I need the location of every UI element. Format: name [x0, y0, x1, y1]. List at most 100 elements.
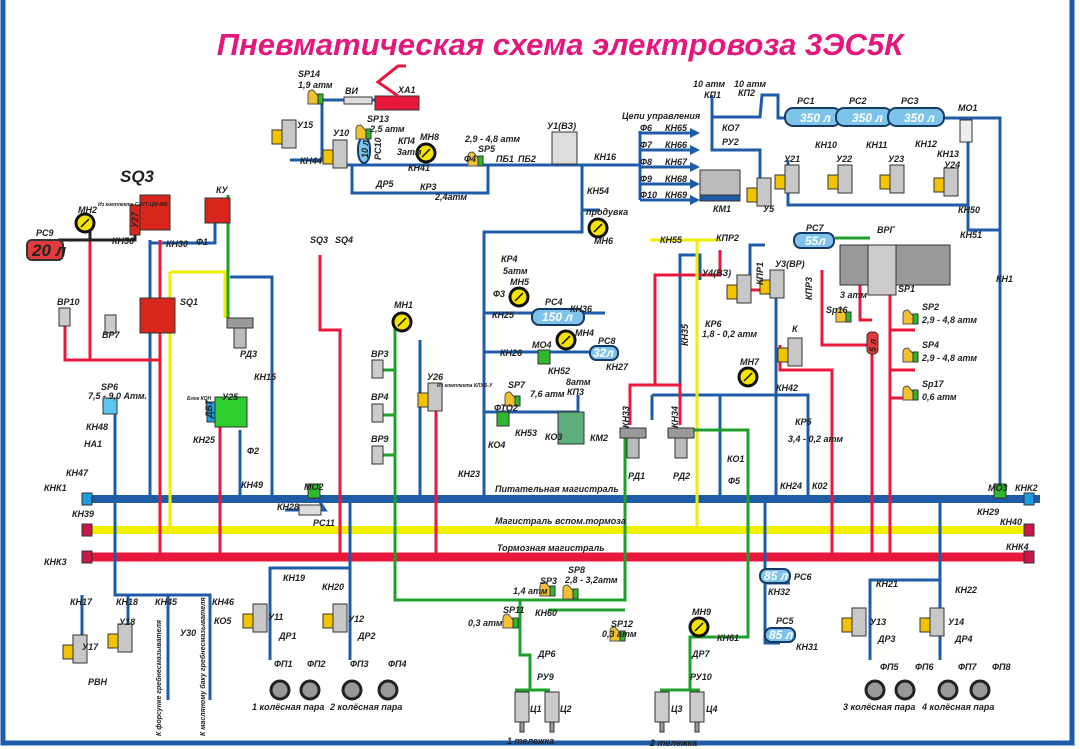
pipe-line	[63, 325, 160, 362]
label-v5l: 5 л	[868, 338, 878, 352]
outlet-arrow-icon	[690, 162, 700, 172]
label-dr3: ДР3	[877, 634, 896, 644]
label-kn30: КН30	[166, 239, 188, 249]
label-kpr2: КПР2	[716, 233, 739, 243]
pipe-line	[820, 270, 874, 557]
label-vr3: ВР3	[371, 349, 389, 359]
label-u22: У22	[836, 154, 852, 164]
label-knk1: КНК1	[44, 483, 67, 493]
label-kn34: КН34	[670, 406, 680, 428]
label-kn47: КН47	[66, 468, 89, 478]
label-ru2: РУ2	[722, 137, 739, 147]
label-rs7: РС7	[806, 223, 825, 233]
magnet-valve-icon	[777, 347, 789, 363]
switch-contact-icon	[549, 585, 556, 597]
label-ru9: РУ9	[537, 672, 554, 682]
label-u17: У17	[82, 642, 99, 652]
label-wp2: 2 колёсная пара	[329, 702, 402, 712]
filter-fto2	[496, 411, 510, 427]
apparatus-u15	[281, 119, 297, 149]
label-f2: Ф2	[247, 446, 259, 456]
label-rs1-v: 350 л	[800, 111, 831, 125]
label-kn17: КН17	[70, 597, 93, 607]
label-rd3: РД3	[240, 349, 257, 359]
magnet-valve-icon	[774, 174, 786, 190]
regulator-body-icon	[674, 437, 688, 459]
label-rs5-v: 85 л	[769, 628, 794, 642]
label-kn69: КН69	[665, 190, 687, 200]
gauge-needle-icon	[80, 218, 90, 228]
magnet-valve-icon	[919, 617, 931, 633]
label-ru10: РУ10	[690, 672, 712, 682]
separator-mo1	[959, 119, 973, 143]
label-kn19: КН19	[283, 573, 305, 583]
label-wp1: 1 колёсная пара	[252, 702, 324, 712]
label-vr9: ВР9	[371, 434, 389, 444]
label-rs5: РС5	[776, 616, 795, 626]
wheel-icon	[377, 679, 399, 701]
label-mo2: МО2	[304, 482, 324, 492]
label-dr7: ДР7	[691, 649, 711, 659]
label-kp2-p: 10 атм	[734, 79, 766, 89]
label-sp1: SP1	[898, 284, 915, 294]
reservoir-rs3	[887, 107, 945, 127]
label-dr6: ДР6	[537, 649, 557, 659]
label-xa1: ХА1	[397, 85, 416, 95]
wheel-icon	[894, 679, 916, 701]
switch-contact-icon	[514, 395, 521, 407]
apparatus-u24	[943, 167, 959, 197]
label-kp4-p: 3атм	[397, 147, 422, 157]
label-kn53: КН53	[515, 428, 537, 438]
label-kp1-p: 10 атм	[693, 79, 725, 89]
gauge-needle-icon	[421, 148, 431, 158]
wheel-icon	[864, 679, 886, 701]
label-sp14-p: 1,9 атм	[298, 80, 333, 90]
label-mn7: МН7	[740, 357, 760, 367]
label-kn40: КН40	[1000, 517, 1022, 527]
label-cepi: Цепи управления	[622, 111, 701, 121]
label-kn18: КН18	[116, 597, 138, 607]
outlet-arrow-icon	[690, 179, 700, 189]
apparatus-u23	[889, 164, 905, 194]
label-kn60: КН60	[535, 608, 557, 618]
label-kr6-p: 1,8 - 0,2 атм	[702, 329, 757, 339]
label-rs2-v: 350 л	[852, 111, 883, 125]
apparatus-u4	[736, 274, 752, 304]
magnet-valve-icon	[726, 284, 738, 300]
pipe-line	[268, 499, 352, 660]
label-ko3: КО3	[545, 432, 562, 442]
label-sp14: SP14	[298, 69, 320, 79]
magnet-valve-icon	[933, 177, 945, 193]
label-maslo: К масляному баку гребнесмазывателя	[199, 597, 207, 736]
end-cock-knk	[81, 523, 93, 537]
label-kn44: КН44	[300, 156, 322, 166]
label-kn56: КН56	[112, 236, 135, 246]
label-kp1: КП1	[704, 90, 721, 100]
wheel-icon	[937, 679, 959, 701]
label-pb1: ПБ1	[496, 154, 514, 164]
label-sp5-p: 2,9 - 4,8 атм	[464, 134, 520, 144]
label-kpr1: КПР1	[755, 262, 765, 285]
label-dr5: ДР5	[375, 179, 395, 189]
label-mn5: МН5	[510, 277, 530, 287]
label-rd1: РД1	[628, 471, 645, 481]
reservoir-rs8	[589, 345, 619, 361]
label-dr4: ДР4	[954, 634, 973, 644]
label-vi: ВИ	[345, 86, 358, 96]
end-cock-knk	[81, 492, 93, 506]
label-m2: Магистраль вспом.тормоза	[495, 516, 626, 526]
apparatus-u22	[837, 164, 853, 194]
label-sp7: SP7	[508, 380, 526, 390]
regulator-body-icon	[233, 327, 247, 349]
gauge-needle-icon	[514, 292, 524, 302]
compressor-base-icon	[699, 194, 741, 202]
label-kr6: КР6	[705, 319, 723, 329]
gauge-needle-icon	[743, 372, 753, 382]
label-u1: У1(ВЗ)	[547, 121, 576, 131]
label-u24: У24	[944, 160, 960, 170]
brake-cylinder-icon	[544, 691, 560, 723]
label-rvn: РВН	[88, 677, 108, 687]
wheel-icon	[269, 679, 291, 701]
label-sp8: SP8	[568, 565, 585, 575]
